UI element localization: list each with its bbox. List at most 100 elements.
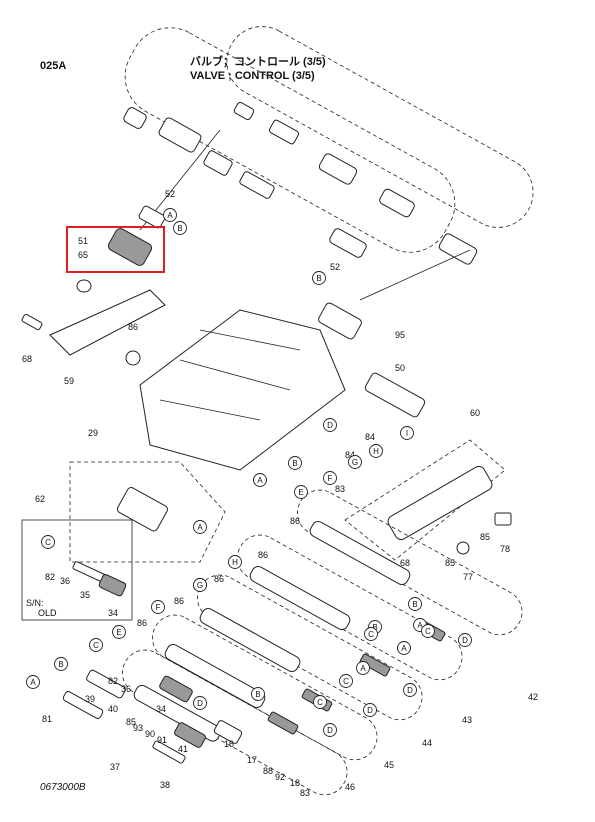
circle-label-f: F bbox=[151, 600, 165, 614]
part-38-pin bbox=[152, 740, 186, 764]
part-label-38: 38 bbox=[160, 780, 170, 790]
part-59-bracket bbox=[49, 289, 166, 356]
circle-label-d: D bbox=[323, 418, 337, 432]
svg-text:B: B bbox=[372, 623, 377, 632]
part-label-35: 35 bbox=[80, 590, 90, 600]
leader-line bbox=[359, 249, 471, 301]
part-label-36: 36 bbox=[60, 576, 70, 586]
upper-spool-group-outline bbox=[124, 27, 456, 253]
part-label-93: 93 bbox=[133, 723, 143, 733]
circle-label-c: C bbox=[41, 535, 55, 549]
svg-text:C: C bbox=[343, 677, 349, 686]
part-62-block bbox=[116, 487, 168, 532]
part-50-spool bbox=[364, 372, 426, 418]
part-29-valve-body bbox=[139, 309, 346, 471]
part-label-34: 34 bbox=[156, 704, 166, 714]
part-label-81: 81 bbox=[42, 714, 52, 724]
part-label-42: 42 bbox=[528, 692, 538, 702]
svg-text:E: E bbox=[116, 628, 121, 637]
part-41-body bbox=[174, 722, 206, 748]
part-label-34: 34 bbox=[108, 608, 118, 618]
part-label-65: 65 bbox=[78, 250, 88, 260]
svg-text:C: C bbox=[368, 630, 374, 639]
circle-label-g: G bbox=[348, 455, 362, 469]
title-english: VALVE ; CONTROL (3/5) bbox=[190, 70, 315, 82]
part-label-83: 83 bbox=[335, 484, 345, 494]
svg-text:H: H bbox=[232, 558, 238, 567]
svg-text:C: C bbox=[93, 641, 99, 650]
part-label-84: 84 bbox=[345, 450, 355, 460]
circle-label-d: D bbox=[458, 633, 472, 647]
circle-label-d: D bbox=[403, 683, 417, 697]
part-label-40: 40 bbox=[108, 704, 118, 714]
circle-label-g: G bbox=[193, 578, 207, 592]
circle-label-c: C bbox=[421, 624, 435, 638]
part-label-77: 77 bbox=[463, 572, 473, 582]
part-label-60: 60 bbox=[470, 408, 480, 418]
part-label-43: 43 bbox=[462, 715, 472, 725]
circle-label-i: I bbox=[400, 426, 414, 440]
circle-label-d: D bbox=[363, 703, 377, 717]
circle-label-a: A bbox=[253, 473, 267, 487]
part-77-plug bbox=[456, 541, 470, 555]
part-label-86: 86 bbox=[290, 516, 300, 526]
svg-text:C: C bbox=[317, 698, 323, 707]
svg-text:B: B bbox=[292, 459, 297, 468]
svg-text:B: B bbox=[177, 224, 182, 233]
svg-text:B: B bbox=[316, 274, 321, 283]
part-label-17: 17 bbox=[247, 755, 257, 765]
circle-label-h: H bbox=[228, 555, 242, 569]
circle-label-a: A bbox=[26, 675, 40, 689]
svg-text:B: B bbox=[412, 600, 417, 609]
svg-text:A: A bbox=[167, 211, 173, 220]
part-label-85: 85 bbox=[445, 558, 455, 568]
svg-text:B: B bbox=[58, 660, 63, 669]
part-label-68: 68 bbox=[400, 558, 410, 568]
circle-label-h: H bbox=[369, 444, 383, 458]
circle-label-a: A bbox=[193, 520, 207, 534]
svg-text:F: F bbox=[328, 474, 333, 483]
part-95-body bbox=[318, 302, 362, 340]
part-label-86: 86 bbox=[214, 574, 224, 584]
circle-label-b: B bbox=[173, 221, 187, 235]
part-label-51: 51 bbox=[78, 236, 88, 246]
upper-spool-parts bbox=[123, 101, 478, 265]
part-label-84: 84 bbox=[365, 432, 375, 442]
part-label-39: 39 bbox=[85, 694, 95, 704]
part-68-bolt bbox=[21, 313, 43, 331]
svg-text:D: D bbox=[407, 686, 413, 695]
sn-label: S/N: bbox=[26, 598, 44, 608]
drawing-number: 0673000B bbox=[40, 782, 86, 793]
part-label-62: 62 bbox=[35, 494, 45, 504]
highlight-box bbox=[66, 226, 165, 273]
circle-label-d: D bbox=[323, 723, 337, 737]
part-label-95: 95 bbox=[395, 330, 405, 340]
part-label-86: 86 bbox=[128, 322, 138, 332]
part-label-59: 59 bbox=[64, 376, 74, 386]
svg-text:C: C bbox=[425, 627, 431, 636]
part-78-plug bbox=[494, 512, 512, 526]
part-label-82: 82 bbox=[108, 676, 118, 686]
spool-group-46 bbox=[122, 649, 348, 796]
svg-text:C: C bbox=[45, 538, 51, 547]
circle-label-c: C bbox=[364, 627, 378, 641]
circle-label-b: B bbox=[288, 456, 302, 470]
old-sn-box bbox=[21, 519, 133, 621]
circle-label-b: B bbox=[251, 687, 265, 701]
circle-label-a: A bbox=[356, 661, 370, 675]
part-label-46: 46 bbox=[345, 782, 355, 792]
page-code: 025A bbox=[40, 60, 67, 72]
circle-label-b: B bbox=[408, 597, 422, 611]
part-label-78: 78 bbox=[500, 544, 510, 554]
part-81-spool bbox=[62, 691, 104, 719]
part-label-18: 18 bbox=[290, 778, 300, 788]
part-label-86: 86 bbox=[137, 618, 147, 628]
part-label-52: 52 bbox=[330, 262, 340, 272]
part-label-50: 50 bbox=[395, 363, 405, 373]
part-52-body bbox=[138, 205, 166, 229]
title-japanese: バルブ；コントロール (3/5) bbox=[190, 56, 326, 68]
svg-text:D: D bbox=[367, 706, 373, 715]
svg-text:G: G bbox=[197, 581, 203, 590]
part-label-44: 44 bbox=[422, 738, 432, 748]
